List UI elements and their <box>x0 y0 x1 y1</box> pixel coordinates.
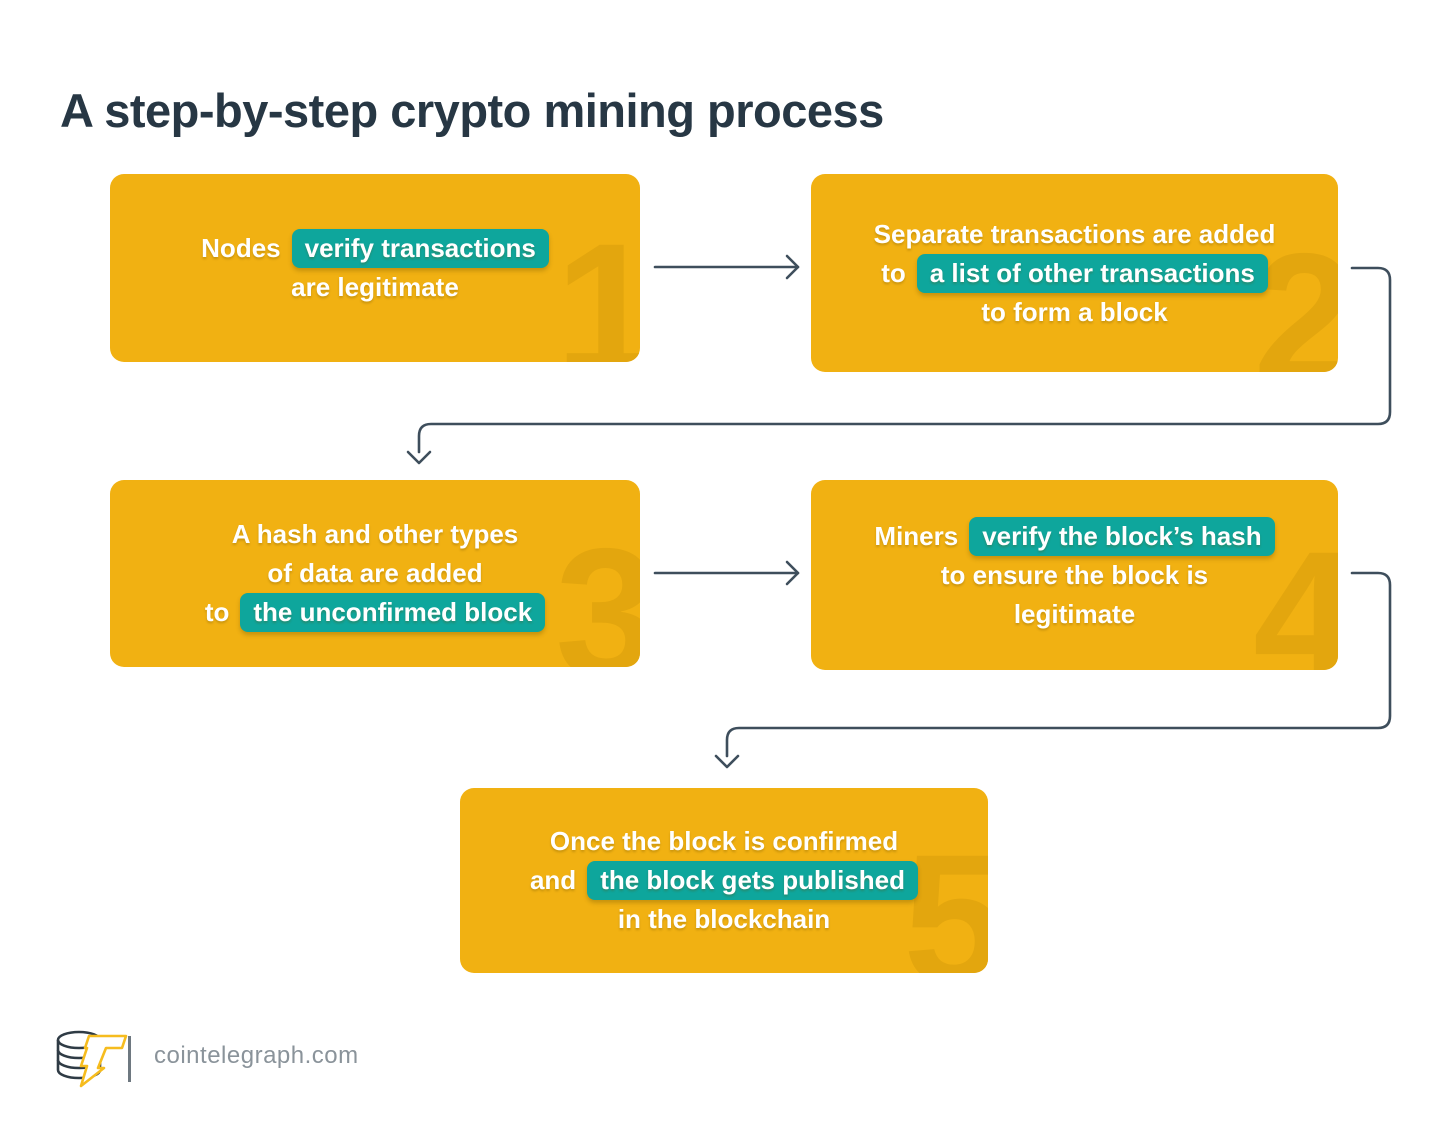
plain-phrase: and <box>529 865 577 895</box>
plain-phrase: Separate transactions are added <box>873 218 1276 249</box>
footer-divider <box>128 1036 131 1082</box>
plain-phrase: to <box>881 257 906 288</box>
step-3-box: 3 A hash and other types of data are added… <box>110 480 640 667</box>
plain-phrase: legitimate <box>1013 598 1136 629</box>
step-text-line: A hash and other types <box>232 515 519 554</box>
plain-phrase: of data are added <box>267 558 483 588</box>
highlighted-phrase: the unconfirmed block <box>240 593 546 632</box>
step-number-watermark: 1 <box>555 206 640 363</box>
highlighted-phrase: verify the block’s hash <box>969 516 1275 556</box>
arrow-step1-to-step2-icon <box>653 254 800 280</box>
plain-phrase: are legitimate <box>291 272 459 302</box>
step-text-line: Separate transactions are added <box>874 215 1276 254</box>
step-text-line: Miners verify the block’s hash <box>874 516 1275 556</box>
step-text-line: in the blockchain <box>618 900 830 939</box>
cointelegraph-logo-icon <box>56 1030 128 1088</box>
plain-phrase: to <box>204 597 230 627</box>
highlighted-phrase: a list of other transactions <box>916 253 1268 293</box>
plain-phrase: A hash and other types <box>231 519 519 549</box>
step-text-line: of data are added <box>267 554 482 593</box>
step-text: A hash and other types of data are added t… <box>204 515 546 632</box>
plain-phrase: in the blockchain <box>617 904 831 934</box>
plain-phrase: to form a block <box>981 296 1168 327</box>
step-text: Once the block is confirmed and the block … <box>529 822 919 939</box>
step-text: Separate transactions are added to a list … <box>874 215 1276 332</box>
step-text-line: Once the block is confirmed <box>550 822 898 861</box>
highlighted-phrase: verify transactions <box>291 229 549 268</box>
highlighted-phrase: the block gets published <box>587 861 919 900</box>
step-text-line: to the unconfirmed block <box>204 593 546 632</box>
step-text-line: and the block gets published <box>529 861 919 900</box>
plain-phrase: to ensure the block is <box>940 559 1209 590</box>
step-text: Nodes verify transactions are legitimate <box>201 229 549 307</box>
footer-site-text: cointelegraph.com <box>154 1042 359 1069</box>
plain-phrase: Once the block is confirmed <box>549 826 899 856</box>
plain-phrase: Miners <box>874 520 959 551</box>
page-title: A step-by-step crypto mining process <box>60 84 884 138</box>
step-text-line: to form a block <box>981 293 1167 332</box>
step-number-watermark: 3 <box>555 511 640 668</box>
step-text-line: legitimate <box>1014 595 1135 634</box>
step-text-line: to a list of other transactions <box>881 253 1268 293</box>
step-1-box: 1 Nodes verify transactions are legitimate <box>110 174 640 362</box>
step-text-line: are legitimate <box>291 268 459 307</box>
plain-phrase: Nodes <box>201 233 281 263</box>
footer: cointelegraph.com <box>0 1020 1450 1100</box>
step-text-line: Nodes verify transactions <box>201 229 549 268</box>
step-text-line: to ensure the block is <box>941 556 1208 595</box>
arrow-step3-to-step4-icon <box>653 560 800 586</box>
step-number-watermark: 5 <box>903 817 988 974</box>
